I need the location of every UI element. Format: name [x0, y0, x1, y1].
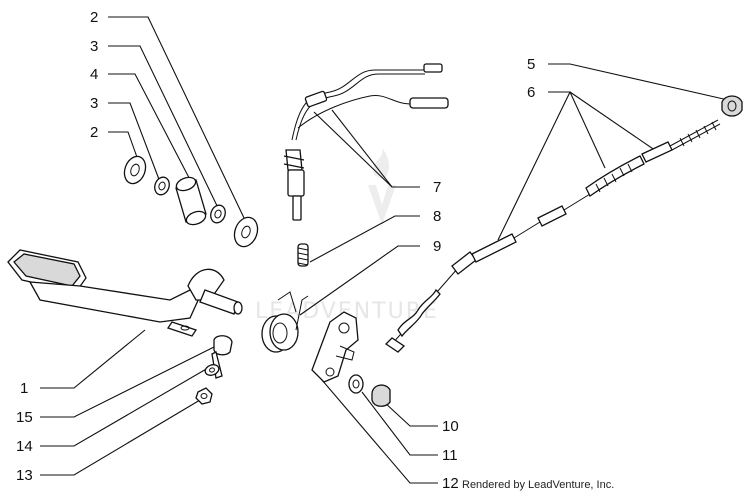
- callout-3-top: 3: [90, 38, 98, 55]
- leader-2a: [108, 16, 246, 221]
- callout-10: 10: [442, 418, 459, 435]
- nut-13: [195, 387, 213, 405]
- leader-lines: [40, 16, 729, 484]
- rear-brake-cable: [384, 119, 721, 353]
- leader-3b: [108, 102, 161, 183]
- callout-13: 13: [16, 467, 33, 484]
- callout-5: 5: [527, 56, 535, 73]
- leader-1: [40, 329, 146, 389]
- callout-1: 1: [20, 380, 28, 397]
- torsion-spring-9: [261, 291, 309, 353]
- callout-7: 7: [433, 179, 441, 196]
- washer-14: [204, 364, 220, 376]
- leader-14: [40, 367, 209, 447]
- leader-10: [383, 401, 438, 427]
- callout-9: 9: [433, 238, 441, 255]
- washer-11: [348, 374, 364, 394]
- spring-8: [297, 243, 309, 267]
- callout-2-top: 2: [90, 9, 98, 26]
- leader-3a: [108, 45, 221, 213]
- leader-7b: [313, 111, 393, 188]
- brake-pedal: [7, 249, 243, 337]
- washer-3-top: [154, 176, 170, 196]
- callout-14: 14: [16, 438, 33, 455]
- adjuster-nut-5: [721, 95, 743, 117]
- washer-3-bottom: [210, 204, 226, 224]
- callout-11: 11: [442, 447, 458, 464]
- lever-bracket-12: [311, 311, 359, 383]
- callout-labels: 2 3 4 3 2 5 6 7 8 9 1 15 14 13 10 11 12: [16, 9, 535, 492]
- leader-8: [309, 215, 420, 263]
- watermark-logo: LEADVENTURE: [255, 148, 437, 324]
- leader-9: [299, 245, 420, 316]
- leader-12: [321, 379, 438, 484]
- callout-2-bottom: 2: [90, 124, 98, 141]
- leader-13: [40, 399, 201, 476]
- callout-6: 6: [527, 84, 535, 101]
- leader-6b: [569, 91, 606, 169]
- brake-light-switch: [283, 63, 449, 221]
- leader-2b: [108, 131, 139, 161]
- bushing-4: [175, 176, 207, 226]
- callout-4: 4: [90, 66, 98, 83]
- washer-2-bottom: [233, 216, 259, 248]
- leader-5: [548, 63, 729, 101]
- leader-4: [108, 73, 199, 196]
- washer-2-top: [123, 155, 147, 185]
- callout-15: 15: [16, 409, 33, 426]
- callout-12: 12: [442, 475, 459, 492]
- leader-15: [40, 344, 219, 418]
- credit-text: Rendered by LeadVenture, Inc.: [462, 479, 614, 491]
- leader-11: [361, 391, 438, 456]
- callout-8: 8: [433, 208, 441, 225]
- nut-10: [371, 384, 391, 407]
- callout-3-bottom: 3: [90, 95, 98, 112]
- leader-6c: [569, 91, 663, 156]
